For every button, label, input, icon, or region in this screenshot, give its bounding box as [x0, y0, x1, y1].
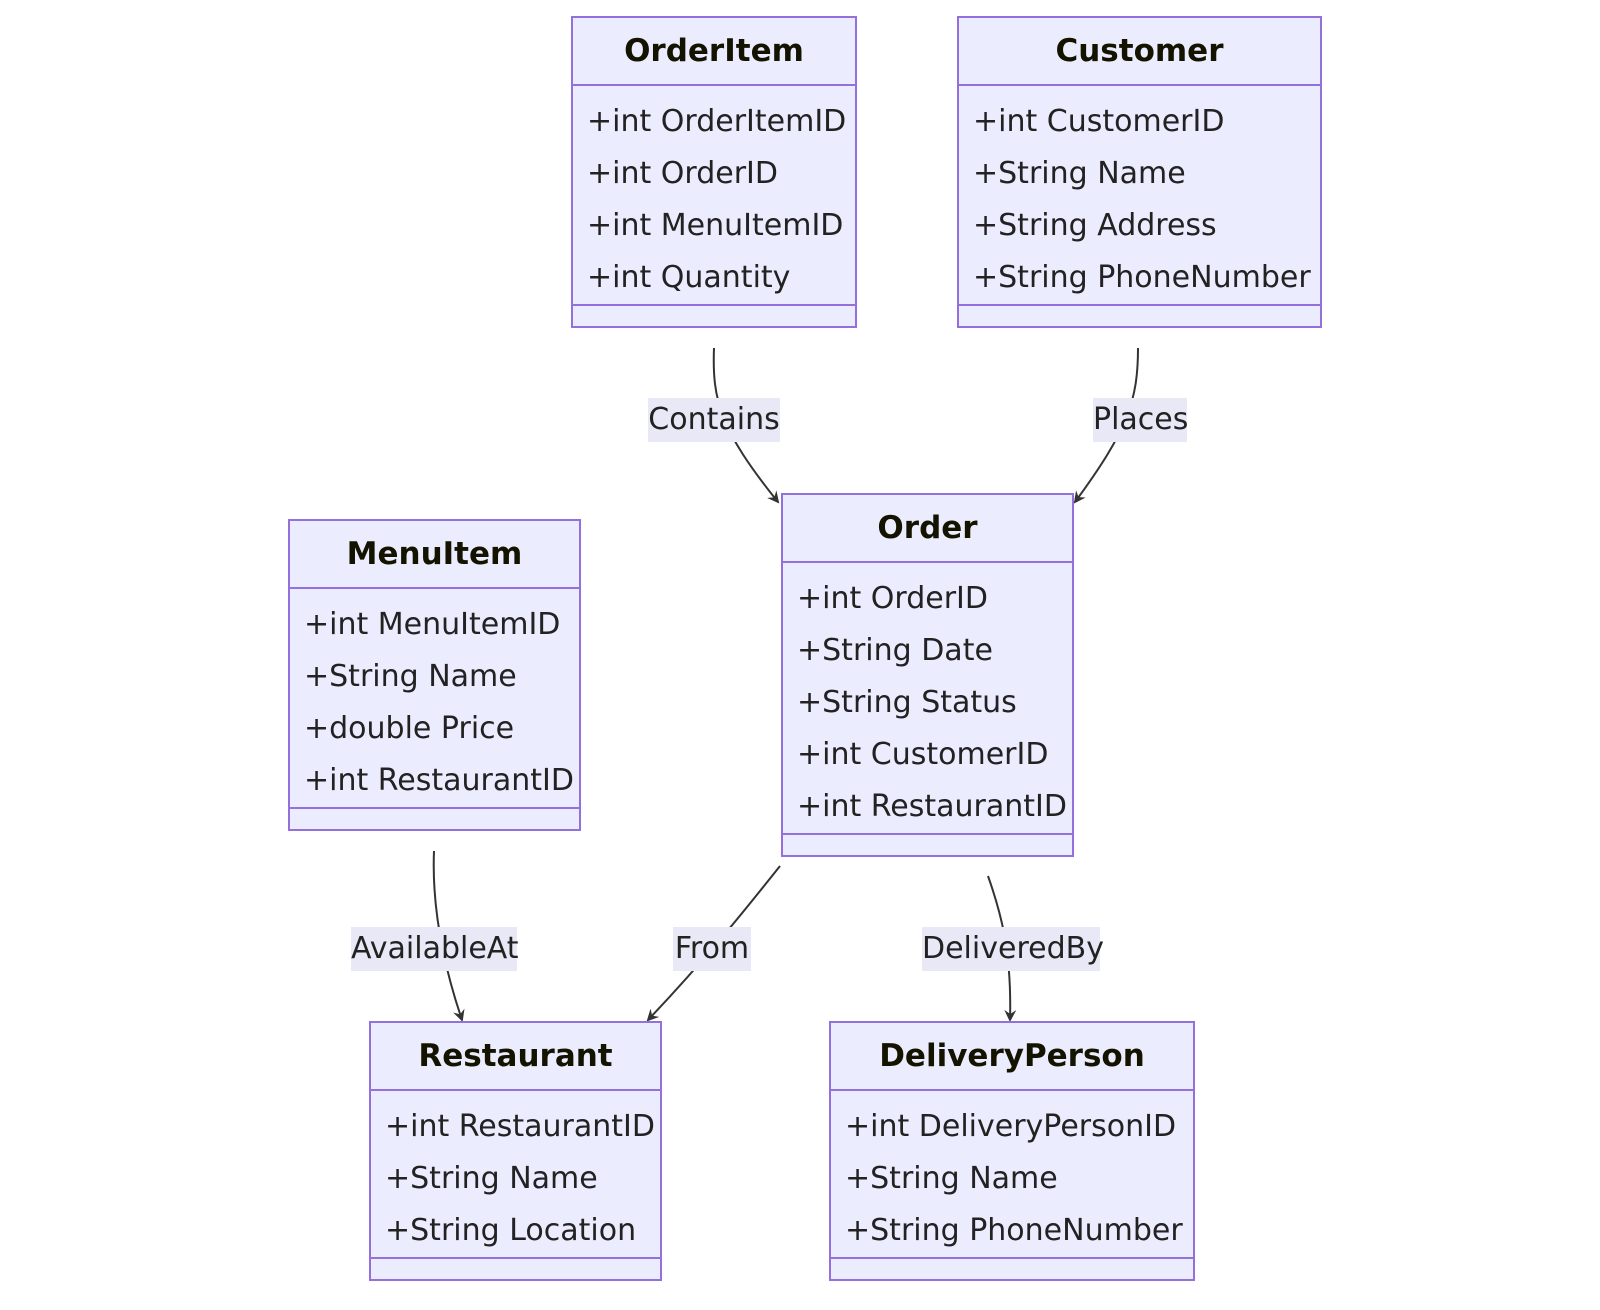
class-name: MenuItem: [290, 521, 579, 589]
class-methods: [573, 306, 855, 326]
class-order: Order +int OrderID +String Date +String …: [781, 493, 1074, 857]
class-attribute: +int CustomerID: [797, 737, 1049, 772]
class-attribute: +int OrderItemID: [587, 104, 847, 139]
class-attribute: +String Name: [385, 1161, 598, 1196]
class-attributes: +int OrderItemID +int OrderID +int MenuI…: [573, 86, 855, 306]
class-attribute: +int RestaurantID: [797, 789, 1067, 824]
class-restaurant: Restaurant +int RestaurantID +String Nam…: [369, 1021, 662, 1281]
class-name: Customer: [959, 18, 1320, 86]
class-attribute: +int MenuItemID: [587, 208, 844, 243]
class-attributes: +int DeliveryPersonID +String Name +Stri…: [831, 1091, 1193, 1259]
class-attribute: +String Address: [973, 208, 1217, 243]
edge-label-places: Places: [1093, 398, 1188, 442]
class-attributes: +int CustomerID +String Name +String Add…: [959, 86, 1320, 306]
class-attribute: +int Quantity: [587, 260, 791, 295]
class-methods: [290, 809, 579, 829]
class-attribute: +String Date: [797, 633, 993, 668]
class-methods: [783, 835, 1072, 855]
class-attributes: +int MenuItemID +String Name +double Pri…: [290, 589, 579, 809]
class-attribute: +String Name: [304, 659, 517, 694]
class-attributes: +int OrderID +String Date +String Status…: [783, 563, 1072, 835]
class-attribute: +String Name: [973, 156, 1186, 191]
class-name: DeliveryPerson: [831, 1023, 1193, 1091]
class-orderitem: OrderItem +int OrderItemID +int OrderID …: [571, 16, 857, 328]
class-name: Order: [783, 495, 1072, 563]
class-methods: [371, 1259, 660, 1279]
class-attribute: +String Status: [797, 685, 1017, 720]
edge-label-contains: Contains: [648, 398, 780, 442]
class-menuitem: MenuItem +int MenuItemID +String Name +d…: [288, 519, 581, 831]
class-attribute: +int OrderID: [587, 156, 778, 191]
class-attribute: +String PhoneNumber: [973, 260, 1311, 295]
class-name: OrderItem: [573, 18, 855, 86]
class-customer: Customer +int CustomerID +String Name +S…: [957, 16, 1322, 328]
class-attribute: +int OrderID: [797, 581, 988, 616]
class-name: Restaurant: [371, 1023, 660, 1091]
class-methods: [831, 1259, 1193, 1279]
class-attributes: +int RestaurantID +String Name +String L…: [371, 1091, 660, 1259]
class-attribute: +int RestaurantID: [385, 1109, 655, 1144]
edge-label-deliveredby: DeliveredBy: [922, 927, 1104, 971]
class-attribute: +int RestaurantID: [304, 763, 574, 798]
class-attribute: +int DeliveryPersonID: [845, 1109, 1177, 1144]
class-attribute: +String PhoneNumber: [845, 1213, 1183, 1248]
class-methods: [959, 306, 1320, 326]
class-attribute: +String Location: [385, 1213, 637, 1248]
class-attribute: +double Price: [304, 711, 515, 746]
edge-label-from: From: [673, 927, 751, 971]
class-attribute: +int MenuItemID: [304, 607, 561, 642]
class-attribute: +int CustomerID: [973, 104, 1225, 139]
edge-label-availableat: AvailableAt: [351, 927, 519, 971]
class-deliveryperson: DeliveryPerson +int DeliveryPersonID +St…: [829, 1021, 1195, 1281]
class-attribute: +String Name: [845, 1161, 1058, 1196]
